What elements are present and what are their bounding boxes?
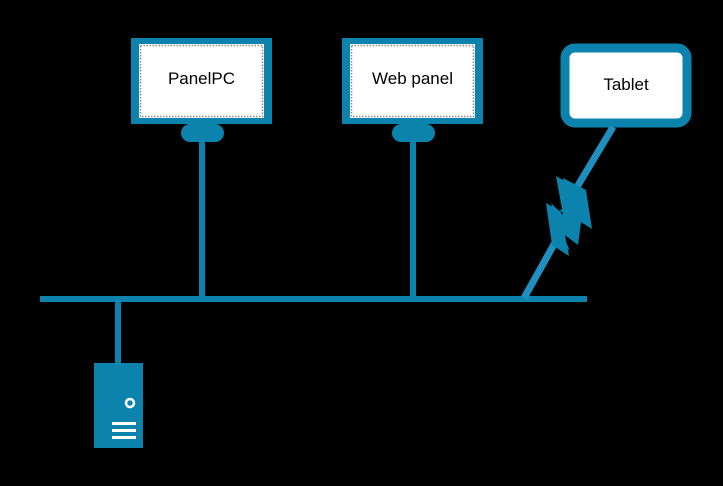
- tablet-body: [560, 43, 692, 128]
- monitor-screen-outline-panelpc: [139, 44, 264, 118]
- link-line-server: [115, 299, 121, 365]
- link-wireless-tablet: [520, 125, 617, 300]
- server-vent-line: [112, 422, 136, 425]
- server-power-button-icon: [124, 397, 136, 409]
- node-webpanel[interactable]: [342, 38, 483, 142]
- monitor-stand-base-webpanel: [392, 124, 435, 142]
- server-vent-line: [112, 429, 136, 432]
- node-label-panelpc: PanelPC: [167, 69, 236, 88]
- node-tablet[interactable]: [560, 43, 692, 128]
- monitor-screen-outline-webpanel: [350, 44, 475, 118]
- server-vent-line: [112, 436, 136, 439]
- link-line-webpanel: [410, 133, 416, 299]
- monitor-screen-panelpc: [139, 44, 264, 118]
- lightning-bolt-icon-core: [546, 178, 592, 256]
- network-bus: [40, 296, 587, 302]
- node-panelpc[interactable]: [131, 38, 272, 142]
- link-line-panelpc: [199, 133, 205, 299]
- server-tower-body: [94, 363, 143, 448]
- wireless-line-upper: [567, 125, 617, 199]
- wireless-line-lower: [520, 237, 561, 300]
- monitor-stand-base-panelpc: [181, 124, 224, 142]
- monitor-screen-webpanel: [350, 44, 475, 118]
- node-label-webpanel: Web panel: [372, 69, 453, 88]
- node-server[interactable]: [94, 363, 143, 448]
- node-label-tablet: Tablet: [603, 75, 649, 94]
